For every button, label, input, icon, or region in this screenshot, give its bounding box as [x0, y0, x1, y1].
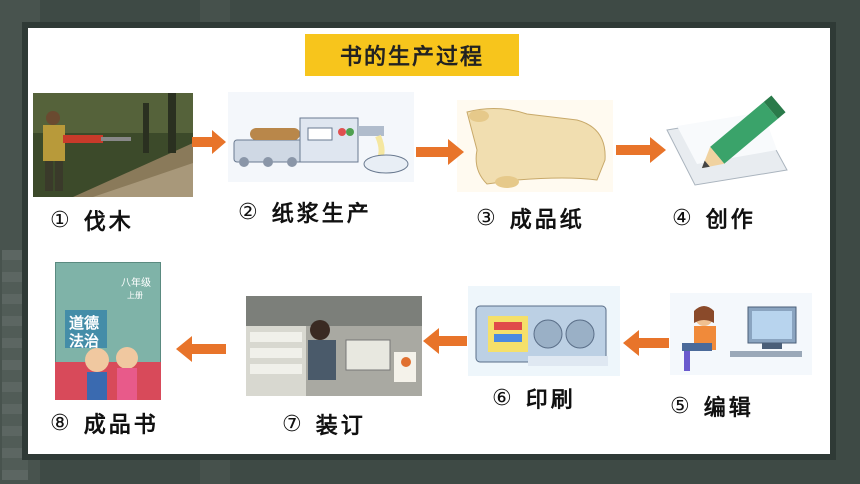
arrow-6-to-7: [423, 328, 467, 354]
step-5-number: ⑤: [670, 393, 690, 419]
step-8-number: ⑧: [50, 410, 70, 436]
step-2-text: 纸浆生产: [271, 202, 372, 227]
book-volume-label: 上册: [127, 291, 143, 300]
step-1-logging-image: [33, 93, 193, 197]
step-6-label: ⑥ 印刷: [492, 382, 576, 414]
step-6-text: 印刷: [525, 388, 576, 413]
step-8-text: 成品书: [83, 413, 159, 438]
step-8-book-image: 八年级 上册 道德 法治: [55, 262, 161, 400]
step-2-pulp-machine-image: [228, 92, 414, 182]
arrow-2-to-3: [416, 139, 464, 165]
step-3-text: 成品纸: [509, 208, 585, 233]
step-6-number: ⑥: [492, 385, 512, 411]
step-3-label: ③ 成品纸: [476, 202, 585, 234]
step-3-number: ③: [476, 205, 496, 231]
arrow-3-to-4: [616, 137, 666, 163]
step-1-number: ①: [50, 207, 70, 233]
step-5-editing-image: [670, 293, 812, 375]
step-7-binding-image: [246, 296, 422, 396]
step-4-number: ④: [672, 205, 692, 231]
step-7-text: 装订: [315, 414, 366, 439]
book-subject-line2: 法治: [69, 332, 100, 350]
step-2-label: ② 纸浆生产: [238, 196, 372, 228]
step-8-label: ⑧ 成品书: [50, 407, 159, 439]
step-4-writing-image: [637, 90, 800, 188]
diagram-title: 书的生产过程: [305, 34, 519, 76]
step-6-printing-image: [468, 286, 620, 376]
arrow-5-to-6: [623, 330, 669, 356]
step-3-paper-image: [457, 100, 613, 192]
step-5-label: ⑤ 编辑: [670, 390, 754, 422]
step-7-label: ⑦ 装订: [282, 408, 366, 440]
book-subject-line1: 道德: [69, 314, 100, 332]
step-4-label: ④ 创作: [672, 202, 756, 234]
step-5-text: 编辑: [703, 396, 754, 421]
step-1-label: ① 伐木: [50, 204, 134, 236]
arrow-1-to-2: [192, 130, 226, 154]
step-4-text: 创作: [705, 208, 756, 233]
book-grade-label: 八年级: [121, 278, 151, 289]
step-1-text: 伐木: [83, 210, 134, 235]
step-2-number: ②: [238, 199, 258, 225]
step-7-number: ⑦: [282, 411, 302, 437]
arrow-7-to-8: [176, 336, 226, 362]
